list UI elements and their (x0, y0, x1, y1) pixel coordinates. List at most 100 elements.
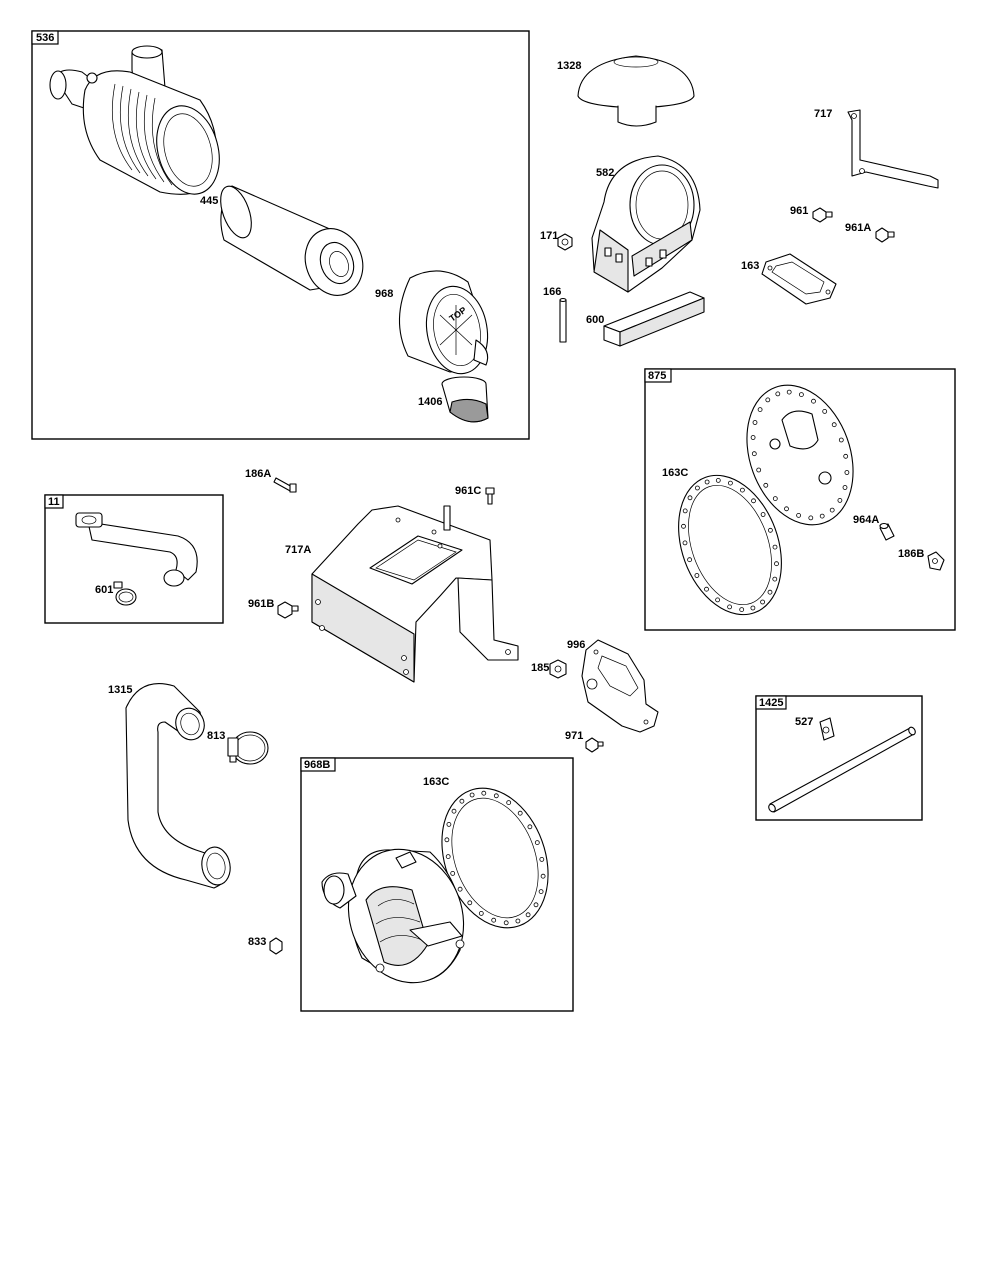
vacuator-valve-1406[interactable] (441, 376, 489, 423)
screw-961B[interactable] (277, 601, 299, 619)
stud-186A[interactable] (273, 477, 297, 493)
air-cleaner-cover-968[interactable]: TOP (398, 270, 494, 379)
gasket-holes-top (681, 477, 779, 612)
part-label-964A: 964A (853, 514, 879, 526)
hose-1315[interactable] (125, 683, 233, 889)
spacer-block-600[interactable] (603, 291, 705, 347)
bolt-hole (682, 508, 688, 514)
part-label-961C: 961C (455, 485, 481, 497)
bolt-hole (515, 918, 521, 924)
part-label-186A: 186A (245, 468, 271, 480)
bolt-hole (760, 512, 766, 517)
part-label-166: 166 (543, 286, 561, 298)
bolt-hole (478, 911, 484, 916)
nut-171[interactable] (557, 233, 573, 251)
bolt-hole (750, 435, 756, 440)
spacer-964A[interactable] (879, 522, 895, 541)
bolt-hole (539, 857, 545, 862)
bolt-hole (538, 889, 544, 894)
bolt-hole (457, 886, 463, 892)
bolt-hole (763, 482, 769, 488)
bolt-hole (445, 854, 451, 859)
part-label-996: 996 (567, 639, 585, 651)
screw-833[interactable] (269, 937, 283, 955)
precleaner-cap-1328[interactable] (577, 55, 695, 127)
group-968B-cover: 968B 163C (300, 757, 574, 1012)
bolt-hole (843, 453, 849, 459)
bolt-hole (506, 800, 512, 805)
bolt-hole (831, 422, 837, 428)
plate-holes (750, 389, 850, 521)
part-label-968: 968 (375, 288, 393, 300)
cover-plate[interactable] (728, 370, 871, 540)
part-label-186B: 186B (898, 548, 924, 560)
bolt-hole (682, 540, 688, 546)
clip-527[interactable] (819, 717, 835, 741)
part-label-813: 813 (207, 730, 225, 742)
bolt-hole (751, 451, 757, 457)
bolt-hole (704, 586, 709, 592)
screw-971[interactable] (585, 737, 604, 753)
bolt-hole (491, 917, 497, 923)
screw-961C[interactable] (485, 487, 495, 505)
bracket-717[interactable] (847, 109, 939, 189)
bolt-hole (765, 397, 771, 403)
pin-166[interactable] (559, 297, 567, 343)
part-label-971: 971 (565, 730, 583, 742)
intake-tube-11[interactable] (75, 512, 198, 587)
clamp-601[interactable] (113, 581, 137, 606)
screw-961[interactable] (812, 207, 833, 223)
gasket-holes-bottom (444, 790, 546, 926)
bolt-hole (772, 544, 778, 550)
bolt-hole (446, 822, 452, 827)
hose-clamp-813[interactable] (227, 731, 269, 765)
group-536-air-cleaner: 536 445 968 (31, 30, 530, 440)
bolt-hole (796, 513, 801, 518)
bolt-hole (481, 790, 487, 796)
part-label-445: 445 (200, 195, 218, 207)
bolt-hole (772, 576, 778, 582)
bolt-hole (704, 479, 710, 485)
bolt-hole (740, 487, 745, 493)
rod-1425[interactable] (767, 726, 916, 813)
bolt-hole (752, 420, 758, 425)
group-label-875: 875 (648, 370, 666, 382)
bolt-hole (811, 398, 816, 404)
nut-185[interactable] (549, 659, 567, 679)
bolt-hole (694, 573, 700, 578)
bolt-hole (772, 496, 778, 502)
bolt-hole (837, 497, 843, 503)
part-label-582: 582 (596, 167, 614, 179)
part-label-163C-top: 163C (662, 467, 688, 479)
air-cleaner-housing[interactable] (49, 45, 229, 201)
bolt-hole (838, 437, 844, 443)
gasket-163[interactable] (761, 253, 837, 305)
bolt-hole (775, 391, 781, 397)
part-label-1406: 1406 (418, 396, 442, 408)
bolt-hole (451, 808, 457, 814)
bolt-hole (751, 498, 756, 504)
stud-186B[interactable] (927, 551, 945, 571)
bolt-hole (842, 485, 848, 490)
gasket-996[interactable] (581, 639, 659, 733)
bolt-hole (844, 470, 850, 475)
screw-961A[interactable] (875, 227, 895, 243)
bolt-hole (467, 900, 473, 906)
part-label-185: 185 (531, 662, 549, 674)
part-label-601: 601 (95, 584, 113, 596)
bolt-hole (525, 912, 531, 918)
gasket-163C-top[interactable] (660, 461, 799, 629)
bolt-hole (757, 407, 763, 413)
part-label-600: 600 (586, 314, 604, 326)
mounting-bracket-717A[interactable] (311, 505, 519, 683)
group-label-536: 536 (36, 32, 54, 44)
part-label-961B: 961B (248, 598, 274, 610)
air-cleaner-mount-582[interactable] (591, 155, 701, 293)
bolt-hole (517, 810, 523, 816)
filter-element-445[interactable] (215, 182, 372, 303)
bolt-hole (527, 824, 533, 830)
blower-housing-968B[interactable] (321, 833, 482, 999)
part-label-527: 527 (795, 716, 813, 728)
bolt-hole (540, 873, 546, 879)
